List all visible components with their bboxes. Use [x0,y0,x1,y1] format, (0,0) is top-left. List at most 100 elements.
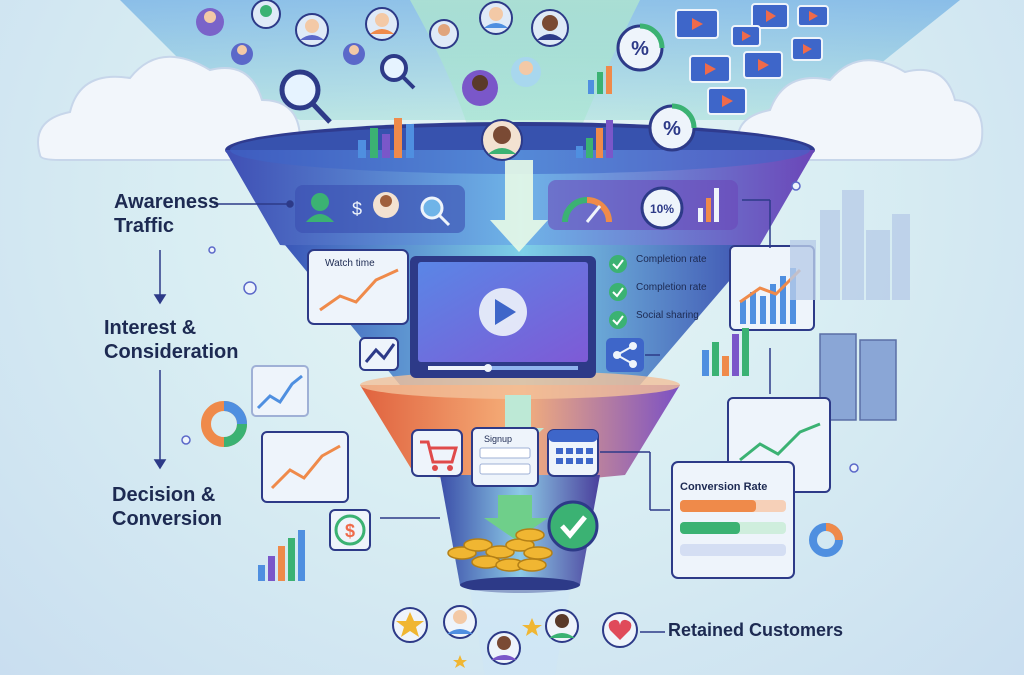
conversion-rate-label: Conversion Rate [680,481,767,493]
watch-time-label: Watch time [325,258,375,269]
pct10-label: 10% [650,202,674,216]
video-thumbnail-icon [797,5,829,27]
checkmark-icon [609,283,627,301]
stage-decision-line2: Conversion [112,508,223,530]
user-avatar-icon [479,1,513,35]
user-avatar-icon [251,0,281,29]
cloud-icon [737,59,984,161]
checkmark-icon [609,311,627,329]
user-avatar-icon [487,631,521,665]
cart-icon[interactable] [411,429,463,477]
play-icon [495,299,516,325]
bar-chart-icon [702,328,749,376]
user-avatar-icon [531,9,569,47]
gauge-icon [562,197,612,223]
video-thumbnail-icon [791,37,823,61]
stage-interest-label: Interest & Consideration [104,316,238,364]
stage-decision-label: Decision & Conversion [112,483,222,531]
donut-chart-icon [809,523,843,557]
user-avatar-icon [343,43,365,65]
video-scrubber[interactable] [484,364,492,372]
stage-flow-arrows [153,250,167,470]
checkmark-icon [547,500,599,552]
user-avatar-icon [462,70,498,106]
stage-awareness-line1: Awareness [114,191,220,213]
video-thumbnail-icon [689,55,731,83]
coins-icon [447,528,553,572]
user-avatar-icon [231,43,253,65]
user-avatar-icon [481,119,523,161]
arrow-down-icon [484,495,548,540]
signup-input[interactable] [479,463,531,475]
user-avatar-icon [306,193,334,222]
checkmark-icon [609,255,627,273]
signup-input[interactable] [479,447,531,459]
conversion-bar-fill [680,522,740,534]
star-icon [522,618,542,636]
video-thumbnail-icon [707,87,747,115]
dollar-glyph: $ [352,199,362,219]
conversion-bar-fill [680,500,756,512]
heart-icon [602,612,638,648]
user-avatar-icon [196,8,224,36]
video-thumbnail-icon [751,3,789,29]
share-icon [606,338,644,372]
video-thumbnail-icon [743,51,783,79]
user-avatar-icon [511,57,541,87]
magnifier-icon [380,54,416,90]
signup-form[interactable] [471,427,539,487]
connector-lines [214,199,771,633]
user-avatar-icon [365,7,399,41]
retained-customers-label: Retained Customers [668,620,844,640]
user-avatar-icon [295,13,329,47]
user-avatar-icon [429,19,459,49]
user-avatar-icon [443,605,477,639]
stage-awareness-line2: Traffic [114,215,175,237]
bar-chart-icon [358,118,414,158]
star-icon [453,655,467,668]
building-icon [790,190,910,300]
metric-label-2: Social sharing [636,310,699,321]
bar-chart-icon [588,66,612,94]
calendar-icon[interactable] [547,429,599,477]
conversion-bar-track [680,544,786,556]
stage-decision-line1: Decision & [112,484,216,506]
percent-label: % [663,118,681,140]
percent-label: % [631,38,649,60]
metric-label-1: Completion rate [636,282,707,293]
svg-text:$: $ [345,521,355,541]
percent-icon: % [648,103,697,152]
stage-awareness-label: Awareness Traffic [114,190,219,238]
percent-icon: % [616,23,665,72]
video-thumbnail-icon [731,25,761,47]
spout-rim [460,577,580,593]
star-icon [392,607,428,643]
user-avatar-icon [373,192,399,218]
video-thumbnail-icon [675,9,719,39]
video-player[interactable] [410,256,596,378]
stage-interest-line1: Interest & [104,317,197,339]
server-icon [819,333,897,421]
watch-time-panel [307,249,409,325]
line-chart-panel [261,431,349,503]
dollar-icon: $ [329,509,371,551]
user-avatar-icon [545,609,579,643]
line-chart-panel [251,365,309,417]
donut-chart-icon [201,401,247,447]
dot-accent [181,181,859,473]
trend-line-icon [359,337,399,371]
conversion-rate-panel [671,461,795,579]
signup-label: Signup [484,434,512,444]
bar-chart-icon [698,188,719,222]
arrow-down-icon [490,160,548,252]
magnifier-icon [279,69,332,124]
stage-interest-line2: Consideration [104,341,239,363]
metric-label-0: Completion rate [636,254,707,265]
video-progress-track[interactable] [428,366,578,370]
video-progress-fill [428,366,488,370]
bar-chart-icon [576,120,613,158]
percent-10-icon: 10% [640,186,684,230]
bar-chart-icon [258,530,305,581]
